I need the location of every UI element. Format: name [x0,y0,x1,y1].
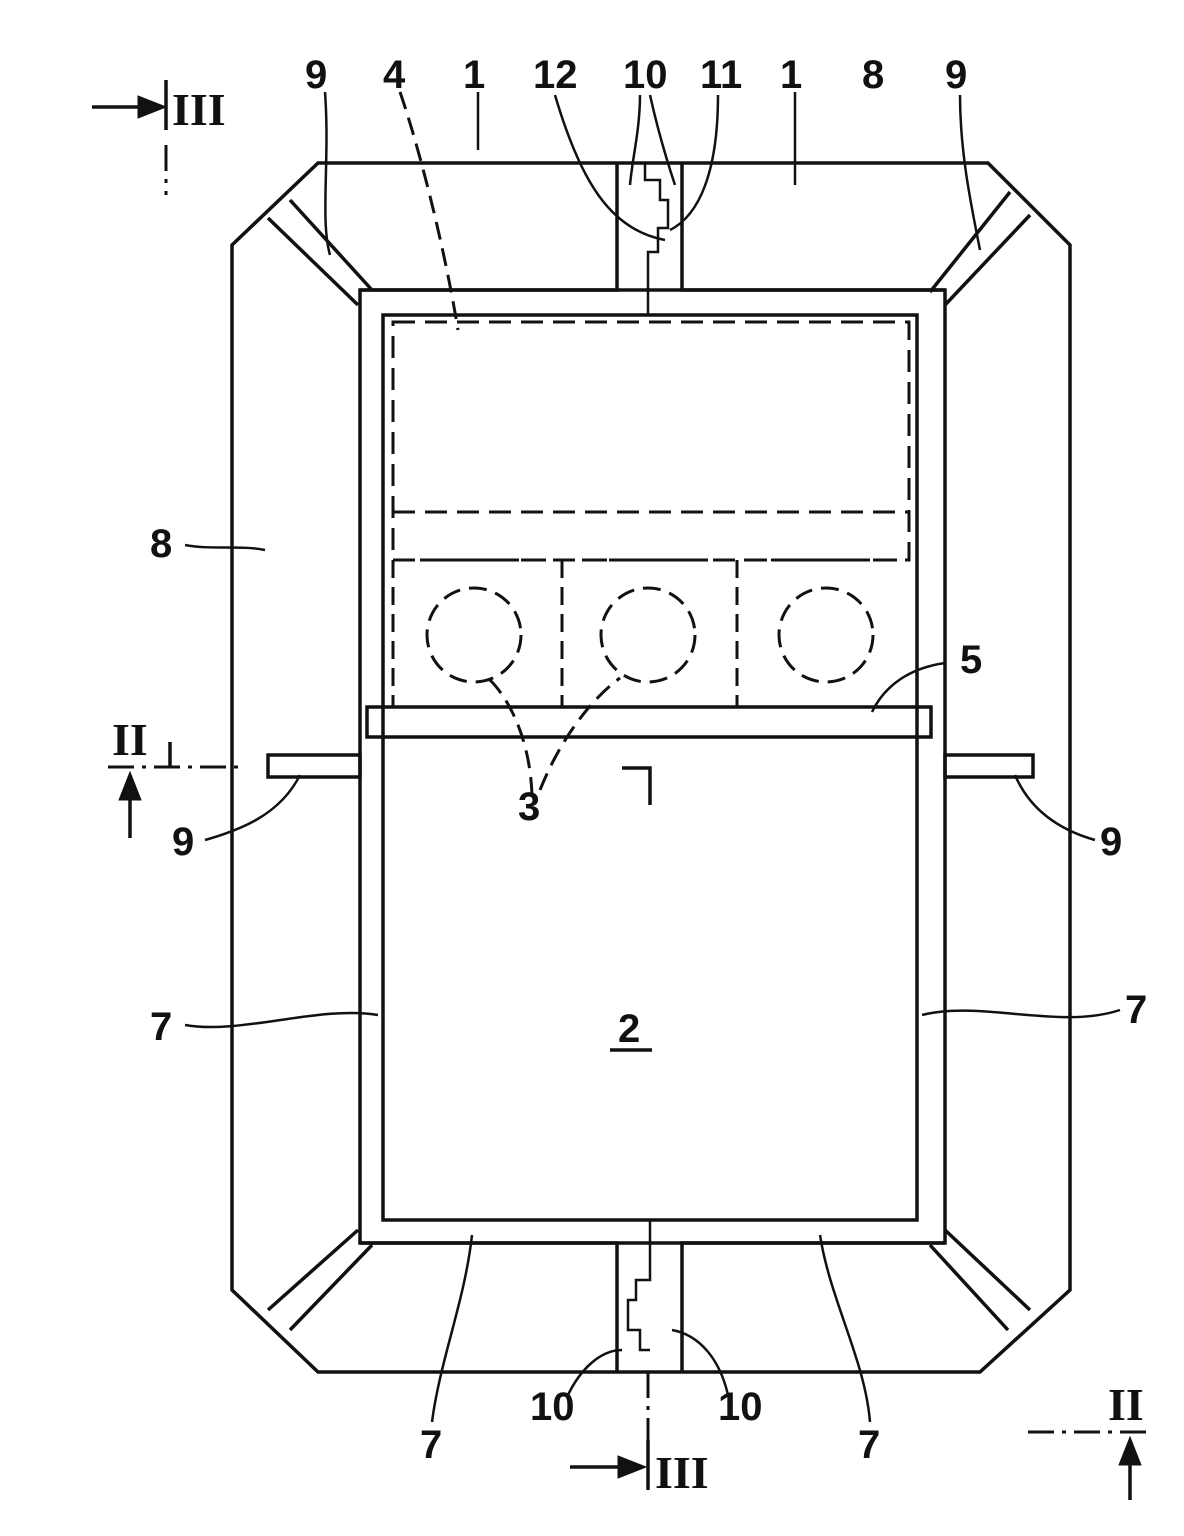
rib-bottom-right [930,1230,1030,1330]
section-II-left-arrowhead [119,772,141,800]
label-10-top: 10 [623,53,668,97]
label-9-top-left: 9 [305,53,327,97]
label-1-right: 1 [780,53,802,97]
section-II-right-arrowhead [1119,1437,1141,1465]
rib-top-left [268,200,372,305]
element-3-left [427,588,521,682]
leader-9-mid-left [205,775,300,840]
leader-3-right [540,678,620,790]
label-5: 5 [960,638,982,682]
label-9-mid-left: 9 [172,820,194,864]
leader-9-top-left [325,92,330,255]
leader-7-right [922,1010,1120,1017]
bottom-gap-left [360,1243,617,1372]
section-III-bottom-arrowhead [618,1456,646,1478]
label-7-bottom-left: 7 [420,1423,442,1467]
compartments-dashed [393,560,909,707]
leader-4 [400,92,458,330]
leader-7-left [185,1013,378,1027]
leader-12 [555,95,665,240]
label-9-top-right: 9 [945,53,967,97]
bottom-joint-step [628,1220,650,1350]
label-11: 11 [700,53,742,97]
label-3: 3 [518,785,540,829]
leader-7-bottom-right [820,1235,870,1422]
element-3-middle [601,588,695,682]
side-tab-right [945,755,1033,777]
corner-mark [622,768,650,805]
section-label-II-right: II [1108,1379,1144,1430]
leader-7-bottom-left [432,1235,472,1422]
side-tab-left [268,755,360,777]
top-gap-right [682,163,945,290]
top-gap-left [360,163,617,290]
label-4: 4 [383,53,406,97]
label-10-bottom-right: 10 [718,1385,763,1429]
label-8-right: 8 [862,53,884,97]
section-label-III-bottom: III [655,1447,709,1498]
element-3-right [779,588,873,682]
leader-8-left [185,545,265,550]
label-2: 2 [618,1007,640,1051]
label-8-left: 8 [150,522,172,566]
inner-frame-outer [360,290,945,1243]
label-9-mid-right: 9 [1100,820,1122,864]
label-12: 12 [533,53,578,97]
section-label-III-top: III [172,84,226,135]
label-1-left: 1 [463,53,485,97]
module-4-dashed [393,322,909,560]
section-III-top-arrowhead [138,96,166,118]
bar-5 [367,707,931,737]
rib-bottom-left [268,1230,372,1330]
label-7-right: 7 [1125,988,1147,1032]
leader-9-mid-right [1015,775,1095,840]
label-10-bottom-left: 10 [530,1385,575,1429]
leader-10-top [630,95,675,185]
label-7-bottom-right: 7 [858,1423,880,1467]
label-7-left: 7 [150,1005,172,1049]
leader-5 [872,663,945,712]
section-label-II-left: II [112,714,148,765]
bottom-gap-right [682,1243,945,1372]
leader-9-top-right [960,95,980,250]
